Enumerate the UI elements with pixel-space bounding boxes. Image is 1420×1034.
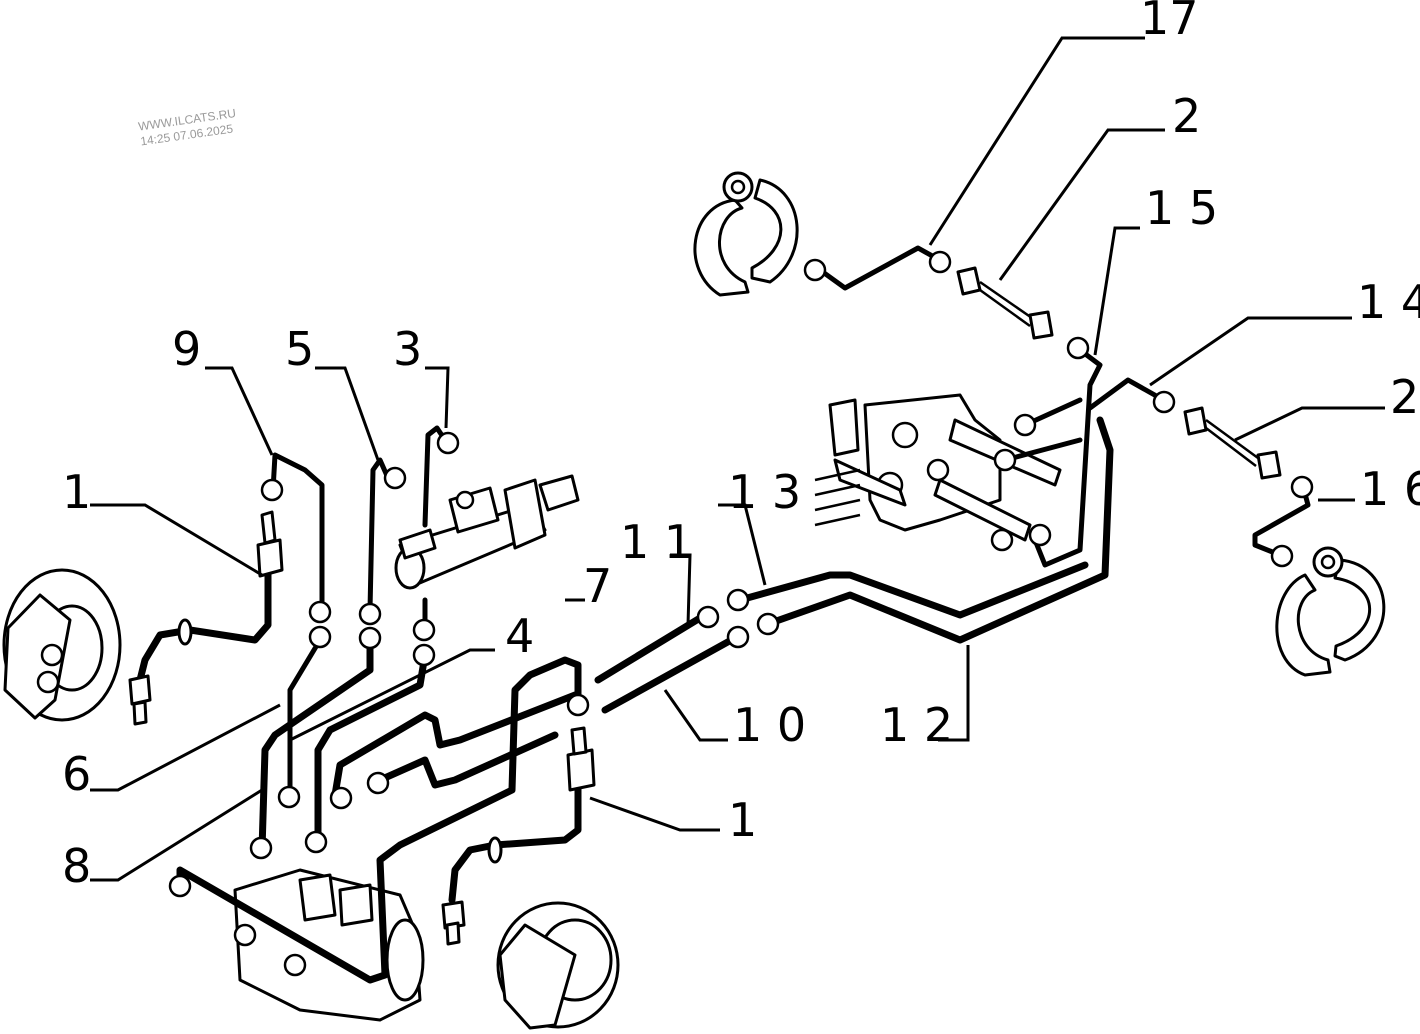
pipe-14: [1087, 377, 1163, 411]
callout-15: 1 5: [1145, 181, 1218, 235]
pipe-1-left: [136, 566, 272, 684]
callout-2-right: 2: [1390, 370, 1419, 424]
pipe-8: [376, 731, 559, 789]
callout-2-top: 2: [1172, 89, 1201, 143]
callout-16: 1 6: [1360, 462, 1420, 516]
pipe-9: [270, 452, 325, 613]
pipe-13: [736, 561, 1089, 619]
master-cylinder: [394, 474, 580, 590]
callout-17: 17: [1140, 0, 1199, 45]
callout-10: 1 0: [733, 698, 806, 752]
callout-5: 5: [285, 322, 314, 376]
callout-13: 1 3: [728, 465, 801, 519]
hydraulic-unit: [233, 868, 425, 1022]
pipe-1-right: [448, 776, 582, 904]
pipe-4: [331, 691, 579, 799]
callout-1-right: 1: [728, 793, 757, 847]
callout-leaders: [90, 36, 1385, 882]
rear-left-brake-shoe: [693, 171, 799, 297]
connection-points: [168, 250, 1314, 898]
pipe-5: [258, 636, 374, 854]
pipe-15: [1032, 347, 1103, 568]
front-right-brake-disc: [496, 901, 620, 1030]
callout-9: 9: [172, 322, 201, 376]
callout-8: 8: [62, 839, 91, 893]
front-left-brake-disc: [2, 568, 122, 722]
callout-14: 1 4: [1357, 275, 1420, 329]
watermark: WWW.ILCATS.RU 14:25 07.06.2025: [137, 106, 236, 148]
callout-4: 4: [505, 609, 534, 663]
callout-12: 1 2: [880, 698, 953, 752]
pipe-17: [817, 245, 939, 291]
callout-6: 6: [62, 747, 91, 801]
pipe-10: [601, 634, 739, 714]
callout-1-left: 1: [62, 465, 91, 519]
pipe-11: [594, 611, 709, 684]
fittings: [128, 266, 1282, 946]
rear-right-brake-shoe: [1275, 546, 1386, 677]
callout-numbers: 17 2 1 5 1 4 2 1 6 1 3 1 1 1 0 1 2 7 4 6…: [62, 0, 1420, 893]
callout-7: 7: [583, 559, 612, 613]
pipe-12: [761, 416, 1114, 644]
callout-3: 3: [393, 322, 422, 376]
pipe-16: [1252, 487, 1311, 558]
callout-11: 1 1: [620, 515, 693, 569]
pipe-7: [176, 656, 582, 984]
